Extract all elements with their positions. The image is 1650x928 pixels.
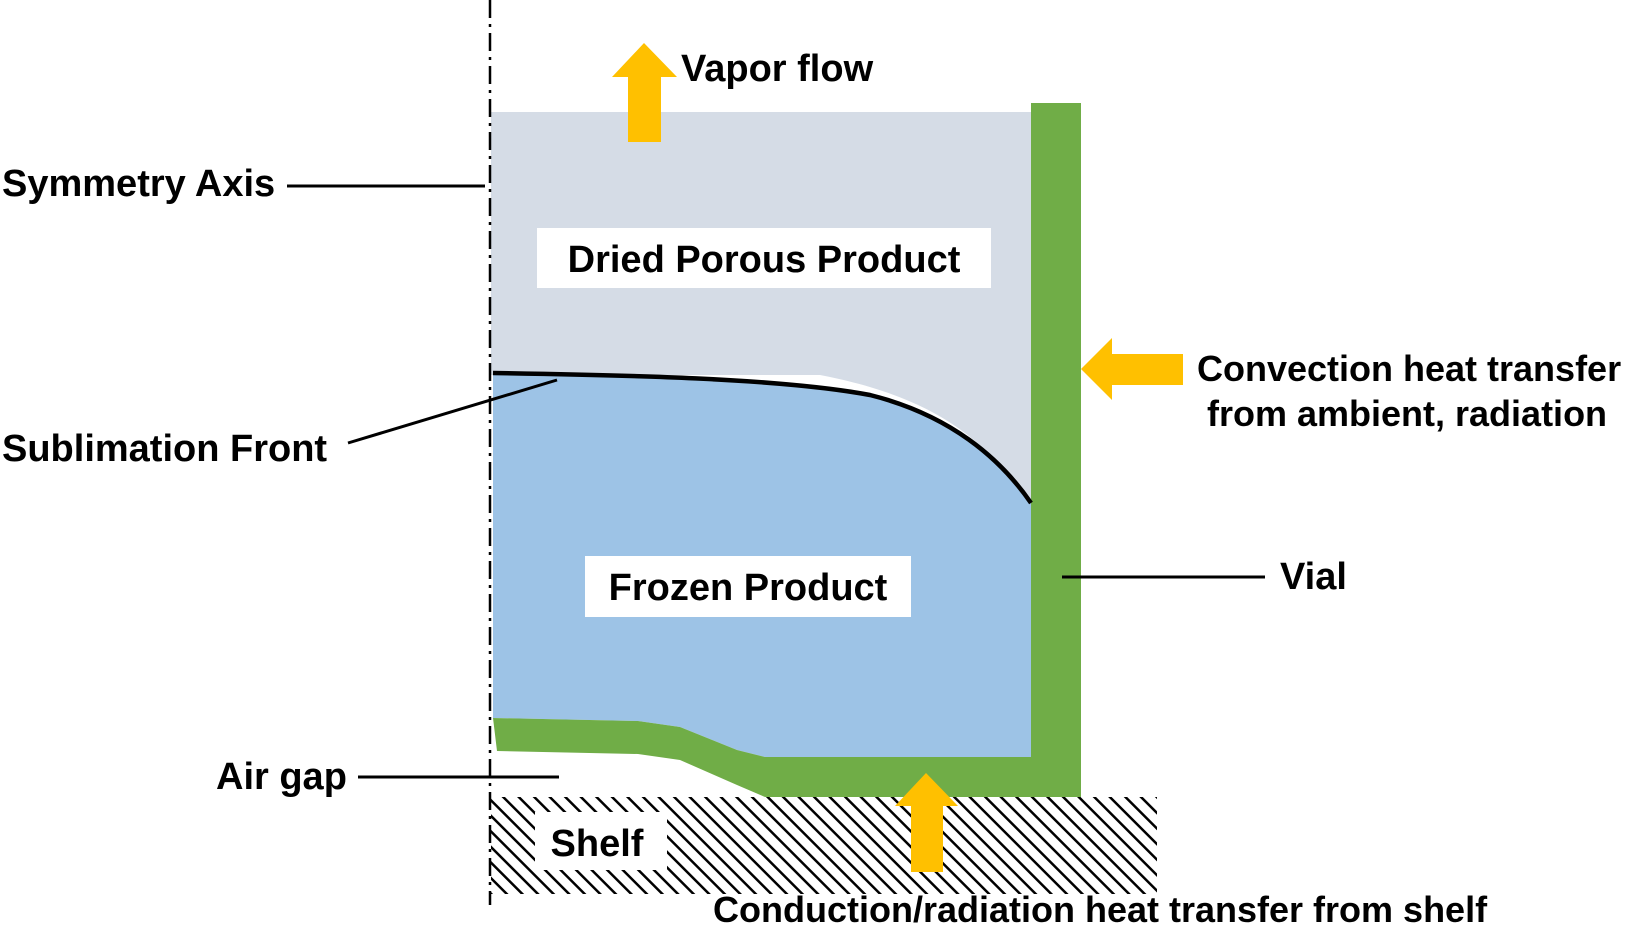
shelf-label: Shelf	[551, 823, 644, 865]
dried-product-label: Dried Porous Product	[568, 239, 961, 281]
conduction-arrow	[895, 773, 958, 872]
vapor-flow-arrow	[612, 43, 677, 142]
conduction-label: Conduction/radiation heat transfer from …	[713, 889, 1488, 928]
convection-arrow	[1081, 338, 1183, 400]
convection-label-line2: from ambient, radiation	[1207, 393, 1607, 434]
air-gap-label: Air gap	[216, 756, 347, 798]
convection-label-line1: Convection heat transfer	[1197, 348, 1621, 389]
sublimation-front-label: Sublimation Front	[2, 428, 327, 470]
frozen-product-label-box	[585, 556, 911, 617]
dried-product-corner	[820, 375, 1031, 503]
dried-product-label-box	[537, 228, 991, 288]
symmetry-axis-label: Symmetry Axis	[2, 163, 275, 205]
vial-wall	[493, 103, 1081, 797]
shelf-label-box	[535, 812, 667, 870]
frozen-product-label: Frozen Product	[609, 567, 888, 609]
sublimation-front-leader	[347, 378, 558, 445]
sublimation-front-curve	[492, 370, 1033, 505]
vapor-flow-label: Vapor flow	[681, 48, 874, 90]
vial-label: Vial	[1280, 556, 1347, 598]
